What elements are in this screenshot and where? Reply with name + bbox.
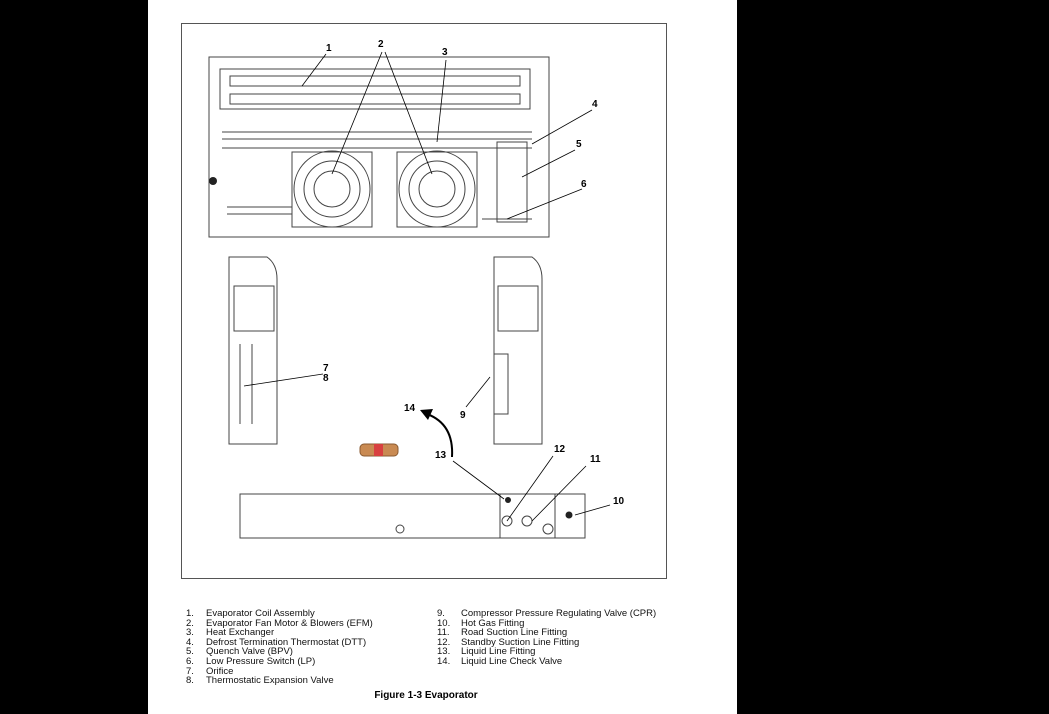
callout-8: 8 — [323, 373, 329, 384]
legend-item: 14.Liquid Line Check Valve — [437, 655, 563, 667]
callout-5: 5 — [576, 139, 582, 150]
evaporator-drawing — [208, 51, 611, 539]
legend-item: 2.Evaporator Fan Motor & Blowers (EFM) — [186, 617, 373, 629]
legend-item: 12.Standby Suction Line Fitting — [437, 636, 580, 648]
legend-left: 1.Evaporator Coil Assembly 2.Evaporator … — [186, 609, 373, 686]
legend-item: 5.Quench Valve (BPV) — [186, 646, 293, 658]
callout-6: 6 — [581, 179, 587, 190]
document-page: 1 2 3 4 5 6 7 8 9 10 11 12 13 14 1.Evapo… — [148, 0, 737, 714]
callout-2: 2 — [378, 39, 384, 50]
legend-item: 10.Hot Gas Fitting — [437, 617, 525, 629]
callout-12: 12 — [554, 444, 566, 455]
legend-item: 9.Compressor Pressure Regulating Valve (… — [437, 608, 657, 619]
legend-item: 8.Thermostatic Expansion Valve — [186, 675, 334, 687]
legend-right: 9.Compressor Pressure Regulating Valve (… — [437, 609, 656, 667]
callout-10: 10 — [613, 496, 625, 507]
figure-frame — [181, 23, 667, 579]
legend-item: 11.Road Suction Line Fitting — [437, 627, 568, 639]
callout-11: 11 — [590, 454, 601, 465]
callout-3: 3 — [442, 47, 448, 58]
callout-14: 14 — [404, 403, 416, 414]
callout-4: 4 — [592, 99, 598, 110]
legend-item: 6.Low Pressure Switch (LP) — [186, 655, 316, 667]
callout-9: 9 — [460, 410, 466, 421]
legend-item: 4.Defrost Termination Thermostat (DTT) — [186, 636, 367, 648]
callout-13: 13 — [435, 450, 447, 461]
figure-caption: Figure 1-3 Evaporator — [374, 690, 478, 701]
legend-item: 1.Evaporator Coil Assembly — [186, 608, 315, 619]
callout-1: 1 — [326, 43, 332, 54]
legend-item: 7.Orifice — [186, 665, 234, 677]
legend-item: 13.Liquid Line Fitting — [437, 646, 536, 658]
callout-7: 7 — [323, 363, 329, 374]
legend-item: 3.Heat Exchanger — [186, 627, 275, 639]
